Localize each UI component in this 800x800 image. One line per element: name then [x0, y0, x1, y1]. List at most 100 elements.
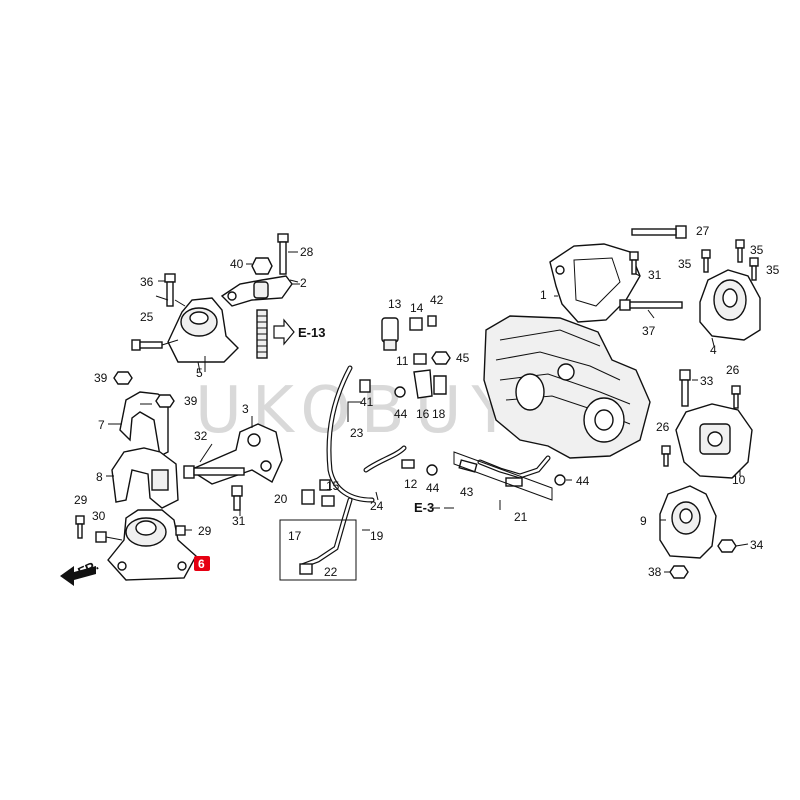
- nut-39-a: [113, 371, 133, 385]
- bracket-7: [119, 391, 169, 458]
- svg-text:14: 14: [410, 301, 424, 315]
- rear-mount-10: [675, 403, 753, 479]
- svg-text:44: 44: [576, 474, 590, 488]
- solenoid-valve-13: [381, 317, 399, 351]
- transmission-mount-4: [699, 269, 761, 341]
- svg-text:25: 25: [140, 310, 154, 324]
- svg-text:35: 35: [678, 257, 692, 271]
- front-engine-mount-6: [107, 509, 197, 581]
- svg-text:39: 39: [184, 394, 198, 408]
- bolt-29-a: [75, 515, 85, 539]
- svg-text:30: 30: [92, 509, 106, 523]
- svg-text:37: 37: [642, 324, 656, 338]
- svg-text:13: 13: [388, 297, 402, 311]
- svg-text:21: 21: [514, 510, 528, 524]
- svg-text:34: 34: [750, 538, 764, 552]
- svg-text:7: 7: [98, 418, 105, 432]
- bolt-29-b: [175, 525, 192, 536]
- highlight-badge-label: 6: [198, 557, 205, 571]
- vacuum-hose-23-24: [326, 365, 407, 503]
- svg-text:20: 20: [274, 492, 288, 506]
- bolt-45: [431, 351, 451, 365]
- bolt-32: [183, 465, 245, 479]
- bolt-26-b: [661, 445, 671, 467]
- svg-text:19: 19: [370, 529, 384, 543]
- lower-mount-9: [659, 485, 717, 559]
- bolt-44-a: [394, 386, 406, 398]
- bolt-35-a: [701, 249, 711, 273]
- svg-text:44: 44: [426, 481, 440, 495]
- svg-text:40: 40: [230, 257, 244, 271]
- upper-engine-mount-5: [167, 297, 239, 372]
- svg-text:26: 26: [656, 420, 670, 434]
- box-17-19: [279, 519, 357, 581]
- bracket-8: [111, 447, 179, 509]
- nut-39-b: [155, 394, 175, 408]
- hose-clip-12: [401, 459, 415, 469]
- svg-text:15: 15: [326, 479, 340, 493]
- svg-text:17: 17: [288, 529, 302, 543]
- svg-text:27: 27: [696, 224, 710, 238]
- leader-lines: [106, 273, 749, 573]
- svg-text:22: 22: [324, 565, 338, 579]
- callout-numbers: 1 2 3 4 5 7 8 9 10 11 12 13 14 15 16 17 …: [74, 224, 780, 579]
- svg-text:43: 43: [460, 485, 474, 499]
- bolt-44-c: [554, 474, 566, 486]
- svg-text:33: 33: [700, 374, 714, 388]
- bolt-27: [631, 225, 687, 239]
- svg-text:36: 36: [140, 275, 154, 289]
- front-arrow-icon: [60, 566, 96, 586]
- svg-text:23: 23: [350, 426, 364, 440]
- svg-text:31: 31: [648, 268, 662, 282]
- reference-e3: E-3: [414, 500, 454, 515]
- clip-15: [319, 479, 335, 507]
- bolt-42: [427, 315, 437, 327]
- bolt-44-b: [426, 464, 438, 476]
- svg-text:39: 39: [94, 371, 108, 385]
- svg-text:16: 16: [416, 407, 430, 421]
- svg-text:9: 9: [640, 514, 647, 528]
- stud-bolt-e13: [256, 309, 268, 359]
- reference-e13: E-13: [273, 318, 325, 346]
- svg-text:45: 45: [456, 351, 470, 365]
- svg-text:31: 31: [232, 514, 246, 528]
- bolt-37: [619, 299, 683, 311]
- svg-text:29: 29: [74, 493, 88, 507]
- bracket-20: [301, 489, 315, 505]
- svg-text:11: 11: [396, 354, 409, 368]
- svg-text:1: 1: [540, 288, 547, 302]
- svg-text:35: 35: [766, 263, 780, 277]
- svg-text:35: 35: [750, 243, 764, 257]
- vacuum-pipe-19: [299, 497, 353, 569]
- clip-22: [299, 563, 313, 575]
- bolt-30: [95, 531, 123, 543]
- svg-text:4: 4: [710, 343, 717, 357]
- bracket-1: [549, 243, 641, 323]
- bolt-35-b: [735, 239, 745, 263]
- svg-text:42: 42: [430, 293, 444, 307]
- svg-text:5: 5: [196, 366, 203, 380]
- svg-text:29: 29: [198, 524, 212, 538]
- front-label: FR.: [75, 557, 100, 579]
- svg-text:24: 24: [370, 499, 384, 513]
- svg-text:12: 12: [404, 477, 418, 491]
- svg-text:18: 18: [432, 407, 446, 421]
- svg-text:E-3: E-3: [414, 500, 434, 515]
- clip-41: [359, 379, 371, 393]
- nut-40: [246, 257, 273, 275]
- bolt-28: [277, 233, 298, 275]
- bolt-26-a: [731, 385, 741, 409]
- highlight-badge-6[interactable]: 6: [194, 556, 210, 571]
- bolt-34: [717, 539, 737, 553]
- svg-text:28: 28: [300, 245, 314, 259]
- bolt-25: [131, 339, 179, 351]
- connector-14: [409, 317, 423, 331]
- svg-text:E-13: E-13: [298, 325, 325, 340]
- mount-bracket-2: [220, 275, 300, 307]
- engine-transmission-assembly: [483, 315, 651, 459]
- bolt-33: [679, 369, 691, 407]
- bolt-35-c: [749, 257, 759, 281]
- svg-text:8: 8: [96, 470, 103, 484]
- svg-text:32: 32: [194, 429, 208, 443]
